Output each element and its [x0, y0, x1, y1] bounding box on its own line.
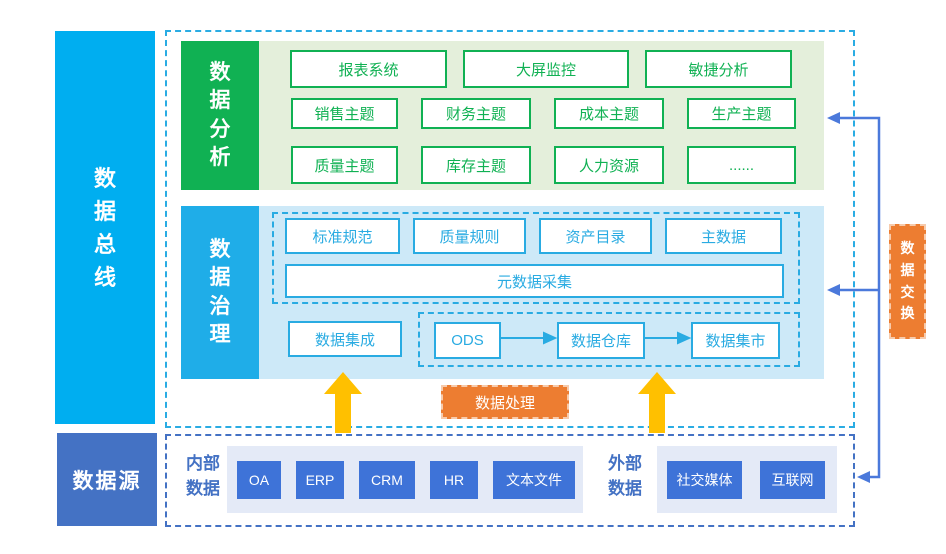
analysis-panel: 报表系统 大屏监控 敏捷分析 销售主题 财务主题 成本主题 生产主题 质量主题 …: [259, 41, 824, 190]
data-source-label: 数据源: [72, 469, 142, 493]
node-social-media: 社交媒体: [667, 460, 742, 499]
node-master-data: 主数据: [665, 218, 782, 254]
node-sales-theme: 销售主题: [291, 98, 398, 129]
arrowhead-sources-icon: [857, 471, 870, 483]
node-report-system: 报表系统: [290, 50, 447, 88]
internal-systems-panel: OA ERP CRM HR 文本文件: [227, 446, 583, 513]
analysis-label-text: 数据分析: [209, 60, 231, 169]
node-asset-catalog: 资产目录: [539, 218, 652, 254]
governance-rules-group: 标准规范 质量规则 资产目录 主数据 元数据采集: [272, 212, 800, 304]
data-exchange-box: 数据交换: [889, 224, 926, 339]
node-hr: HR: [430, 460, 478, 499]
node-data-mart: 数据集市: [691, 322, 780, 359]
governance-panel: 标准规范 质量规则 资产目录 主数据 元数据采集 数据集成 ODS 数据仓库 数…: [259, 206, 824, 379]
node-quality-theme: 质量主题: [291, 146, 398, 184]
node-erp: ERP: [296, 460, 344, 499]
governance-label-text: 数据治理: [209, 237, 231, 346]
data-sources-container: [165, 434, 855, 527]
data-processing-box: 数据处理: [441, 385, 569, 419]
node-cost-theme: 成本主题: [554, 98, 664, 129]
external-data-label: 外部数据: [608, 454, 642, 498]
node-metadata-collection: 元数据采集: [285, 264, 784, 298]
analysis-row-1: 报表系统 大屏监控 敏捷分析: [290, 50, 792, 88]
node-ods: ODS: [434, 322, 501, 359]
node-oa: OA: [237, 460, 281, 499]
analysis-section-label: 数据分析: [181, 41, 259, 190]
data-bus-bar: 数据总线: [55, 31, 155, 424]
data-processing-label: 数据处理: [474, 394, 535, 412]
governance-rules-row: 标准规范 质量规则 资产目录 主数据: [285, 218, 782, 254]
node-data-warehouse: 数据仓库: [557, 322, 645, 359]
data-bus-label: 数据总线: [93, 165, 116, 290]
node-screen-monitor: 大屏监控: [463, 50, 629, 88]
analysis-row-2: 销售主题 财务主题 成本主题 生产主题: [291, 98, 796, 129]
data-source-bar: 数据源: [57, 433, 157, 526]
node-hr-theme: 人力资源: [554, 146, 664, 184]
node-inventory-theme: 库存主题: [421, 146, 531, 184]
node-production-theme: 生产主题: [687, 98, 796, 129]
node-agile-analysis: 敏捷分析: [645, 50, 792, 88]
node-more-themes: ......: [687, 146, 796, 184]
node-text-file: 文本文件: [493, 460, 575, 499]
node-quality-rules: 质量规则: [413, 218, 526, 254]
node-internet: 互联网: [760, 460, 825, 499]
node-standards: 标准规范: [285, 218, 400, 254]
node-data-integration: 数据集成: [288, 321, 402, 357]
internal-data-label: 内部数据: [186, 454, 220, 498]
node-finance-theme: 财务主题: [421, 98, 531, 129]
warehouse-pipeline-group: ODS 数据仓库 数据集市: [418, 312, 800, 367]
external-systems-panel: 社交媒体 互联网: [657, 446, 837, 513]
analysis-row-3: 质量主题 库存主题 人力资源 ......: [291, 146, 796, 184]
governance-section-label: 数据治理: [181, 206, 259, 379]
node-crm: CRM: [359, 460, 415, 499]
data-exchange-label: 数据交换: [900, 240, 915, 322]
